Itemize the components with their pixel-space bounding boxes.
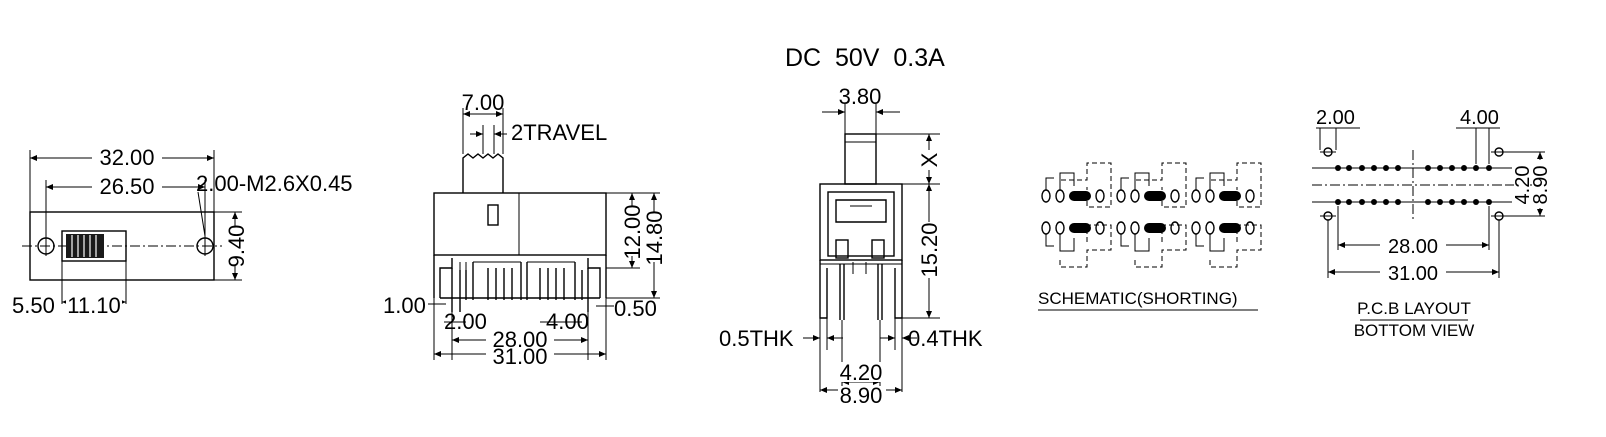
dim-pin-width: 0.50 [614, 296, 657, 321]
front-body [433, 192, 607, 256]
dim-side-height: 15.20 [917, 222, 942, 277]
dim-hole-pitch: 26.50 [99, 174, 154, 199]
dim-b: 11.10 [67, 293, 120, 318]
schematic-section-1 [1041, 162, 1112, 268]
schematic-section-2 [1116, 162, 1187, 268]
dim-right-pin: 0.4THK [908, 326, 983, 351]
dim-pin-span: 28.00 [492, 327, 547, 352]
dim-pin-pitch: 2.00 [444, 309, 487, 334]
dim-pcb-hole-dia: 2.00 [1316, 107, 1355, 129]
schematic-caption: SCHEMATIC(SHORTING) [1038, 289, 1238, 308]
dim-knob-width: 7.00 [462, 90, 505, 115]
dim-pcb-group-pitch: 4.00 [1460, 107, 1499, 129]
schematic: SCHEMATIC(SHORTING) [1038, 162, 1262, 311]
dim-side-width: 8.90 [840, 383, 883, 408]
dim-pcb-width: 8.90 [1530, 166, 1552, 205]
dim-pcb-row-pitch: 4.20 [1512, 166, 1534, 205]
pcb-caption-bottom-view: BOTTOM VIEW [1354, 321, 1475, 340]
dim-pin-thickness: 1.00 [383, 293, 426, 318]
pcb-pin-holes [1335, 165, 1492, 205]
dim-body-height: 12.00 [620, 204, 645, 259]
dim-overall-length: 32.00 [99, 145, 154, 170]
dim-pcb-hole-span: 31.00 [1388, 263, 1438, 285]
pcb-mount-holes [1320, 147, 1507, 221]
dim-hole-spec: 2.00-M2.6X0.45 [196, 171, 353, 196]
top-view: 32.00 26.50 2.00-M2.6X0.45 9.40 5.50 11.… [12, 145, 353, 318]
dim-travel: 2TRAVEL [511, 120, 607, 145]
front-view: 7.00 2TRAVEL 12.00 14.80 1.00 0.50 2.00 … [383, 90, 667, 369]
schematic-section-3 [1191, 162, 1262, 268]
rating-label: DC 50V 0.3A [785, 44, 945, 72]
dim-body-length: 31.00 [492, 344, 547, 369]
side-view: 3.80 X 15.20 0.5THK 0.4THK 4.20 8.90 [719, 84, 983, 408]
dim-side-knob-width: 3.80 [839, 84, 882, 109]
dim-row-pitch: 4.20 [840, 360, 883, 385]
dim-pcb-pin-span: 28.00 [1388, 236, 1438, 258]
side-body [819, 183, 903, 261]
dim-left-pin: 0.5THK [719, 326, 794, 351]
slide-slot [61, 230, 127, 262]
dim-overall-height: 14.80 [642, 210, 667, 265]
front-window [487, 204, 499, 226]
pcb-layout: 2.00 4.00 4.20 8.90 28.00 31.00 P.C.B LA… [1312, 107, 1552, 340]
front-knob [462, 153, 504, 193]
dim-knob-height: X [917, 152, 942, 167]
dim-height: 9.40 [224, 225, 249, 268]
dim-a: 5.50 [12, 293, 55, 318]
pcb-caption-layout: P.C.B LAYOUT [1357, 299, 1471, 318]
